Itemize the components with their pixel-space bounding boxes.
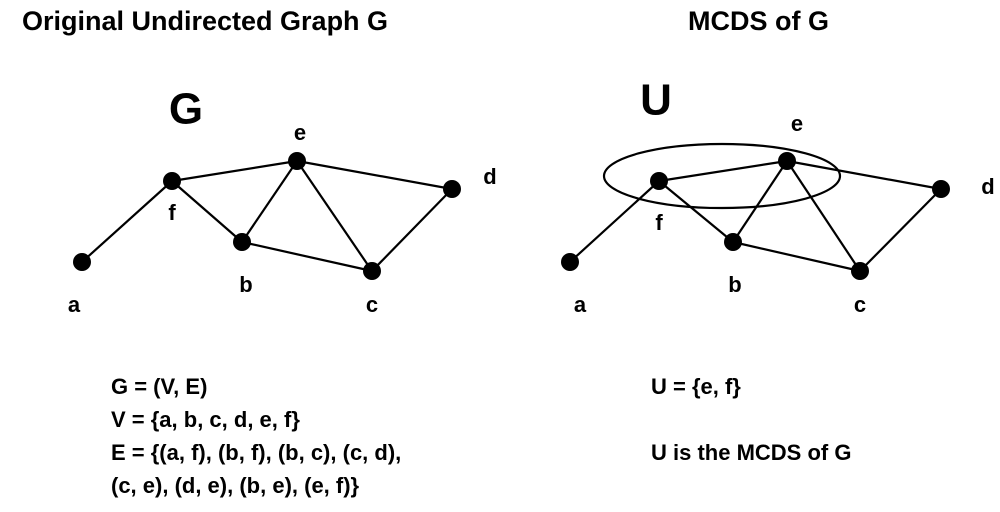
graph-u-node-b — [724, 233, 742, 251]
graph-g-edge-b-c — [241, 240, 373, 273]
graph-g-edge-c-d — [371, 188, 453, 272]
e-definition-line-2: (c, e), (d, e), (b, e), (e, f)} — [111, 473, 360, 498]
graph-g-node-label-e: e — [294, 120, 306, 145]
g-definition: G = (V, E) — [111, 374, 208, 399]
graph-u-node-label-e: e — [791, 111, 803, 136]
v-definition: V = {a, b, c, d, e, f} — [111, 407, 300, 432]
u-description: U is the MCDS of G — [651, 440, 852, 465]
graph-g-edge-c-e — [296, 160, 373, 272]
graph-u-node-label-b: b — [728, 272, 741, 297]
graph-g-node-b — [233, 233, 251, 251]
graph-g-label: G — [169, 85, 203, 134]
u-definition: U = {e, f} — [651, 374, 741, 399]
graph-g-node-label-f: f — [168, 200, 176, 225]
right-title: MCDS of G — [688, 6, 829, 36]
graph-u-node-a — [561, 253, 579, 271]
graph-u-node-e — [778, 152, 796, 170]
graph-u-node-d — [932, 180, 950, 198]
mcds-result-block: U = {e, f} U is the MCDS of G — [651, 370, 851, 469]
graph-g-node-label-c: c — [366, 292, 378, 317]
graph-g-node-f — [163, 172, 181, 190]
left-title: Original Undirected Graph G — [22, 6, 389, 36]
graph-u-node-c — [851, 262, 869, 280]
graph-u-node-f — [650, 172, 668, 190]
graph-u-edge-b-f — [658, 180, 734, 243]
graph-u-edge-c-e — [786, 160, 861, 272]
graph-g-edge-a-f — [81, 180, 173, 263]
graph-u-edge-b-c — [732, 240, 861, 273]
e-definition-line-1: E = {(a, f), (b, f), (b, c), (c, d), — [111, 440, 402, 465]
graph-u-node-label-d: d — [981, 174, 994, 199]
graph-g-node-label-d: d — [483, 164, 496, 189]
graph-g-node-a — [73, 253, 91, 271]
graph-u-edge-e-f — [658, 159, 788, 183]
graph-g-edge-b-e — [241, 160, 298, 243]
graph-g-node-d — [443, 180, 461, 198]
graph-u-node-label-c: c — [854, 292, 866, 317]
graph-g-node-c — [363, 262, 381, 280]
graph-g-node-e — [288, 152, 306, 170]
graph-g-edge-e-f — [171, 159, 298, 183]
graph-u-node-label-f: f — [655, 210, 663, 235]
graph-u-edge-a-f — [569, 180, 660, 263]
graph-g-node-label-b: b — [239, 272, 252, 297]
graph-u-edge-d-e — [786, 159, 942, 191]
graph-g-node-label-a: a — [68, 292, 81, 317]
mcds-highlight-ellipse — [602, 142, 842, 210]
graph-u-edge-c-d — [859, 188, 942, 272]
graph-g-edge-b-f — [171, 180, 243, 243]
graph-u-edge-b-e — [732, 160, 788, 243]
graph-u-label: U — [640, 76, 672, 125]
graph-g-edge-d-e — [296, 159, 453, 191]
graph-u-node-label-a: a — [574, 292, 587, 317]
graph-definition-block: G = (V, E) V = {a, b, c, d, e, f} E = {(… — [111, 370, 401, 502]
